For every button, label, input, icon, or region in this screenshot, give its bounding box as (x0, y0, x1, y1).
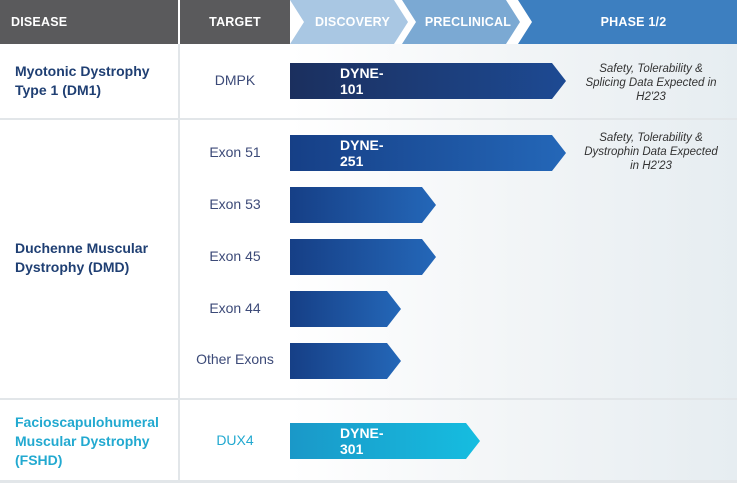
program-bar-dyne-251-shape (290, 135, 566, 171)
disease-fshd: Facioscapulohumeral Muscular Dystrophy (… (15, 413, 159, 470)
header-preclinical: PRECLINICAL (424, 15, 512, 29)
program-bar-dyne-301-shape (290, 423, 480, 459)
note-dm1: Safety, Tolerability & Splicing Data Exp… (568, 62, 734, 104)
target-exon-44: Exon 44 (209, 300, 261, 316)
column-divider (178, 44, 180, 483)
row-divider-dm1 (0, 118, 737, 120)
disease-fshd-line2: Muscular Dystrophy (15, 433, 150, 449)
note-dmd-line2: Dystrophin Data Expected (584, 146, 718, 158)
program-bar-exon-45-shape (290, 239, 436, 275)
disease-dmd-line1: Duchenne Muscular (15, 240, 149, 256)
program-bar-exon-44-shape (290, 291, 401, 327)
header-disease: DISEASE (0, 0, 178, 44)
disease-dm1-line2: Type 1 (DM1) (15, 82, 102, 98)
header-discovery: DISCOVERY (315, 15, 390, 29)
target-exon-45: Exon 45 (209, 248, 261, 264)
program-bar-exon-53-shape (290, 187, 436, 223)
program-label-dyne-101: DYNE-101 (340, 65, 384, 97)
note-dm1-line1: Safety, Tolerability & (599, 63, 703, 75)
target-dmpk: DMPK (214, 72, 256, 88)
target-dux4: DUX4 (216, 432, 254, 448)
disease-dmd: Duchenne Muscular Dystrophy (DMD) (15, 239, 148, 277)
note-dm1-line2: Splicing Data Expected in (585, 77, 717, 89)
program-bar-dyne-101-shape (290, 63, 566, 99)
disease-dmd-line2: Dystrophy (DMD) (15, 259, 130, 275)
target-exon-51: Exon 51 (209, 144, 261, 160)
left-background (0, 44, 290, 483)
header-phase: PHASE 1/2 (600, 15, 667, 29)
disease-dm1: Myotonic Dystrophy Type 1 (DM1) (15, 62, 150, 100)
note-dmd-line1: Safety, Tolerability & (599, 132, 703, 144)
target-exon-53: Exon 53 (209, 196, 261, 212)
note-dmd-line3: in H2'23 (630, 160, 672, 172)
program-label-dyne-251: DYNE-251 (340, 137, 384, 169)
disease-dm1-line1: Myotonic Dystrophy (15, 63, 150, 79)
row-divider-dmd (0, 398, 737, 400)
program-bar-other-exons-shape (290, 343, 401, 379)
disease-fshd-line3: (FSHD) (15, 452, 63, 468)
phase-header-chevrons (290, 0, 737, 44)
note-dmd: Safety, Tolerability & Dystrophin Data E… (568, 131, 734, 173)
target-other-exons: Other Exons (196, 351, 274, 367)
bottom-border (0, 480, 737, 483)
program-label-dyne-301: DYNE-301 (340, 425, 384, 457)
disease-fshd-line1: Facioscapulohumeral (15, 414, 159, 430)
note-dm1-line3: H2'23 (636, 91, 666, 103)
header-target: TARGET (180, 0, 290, 44)
